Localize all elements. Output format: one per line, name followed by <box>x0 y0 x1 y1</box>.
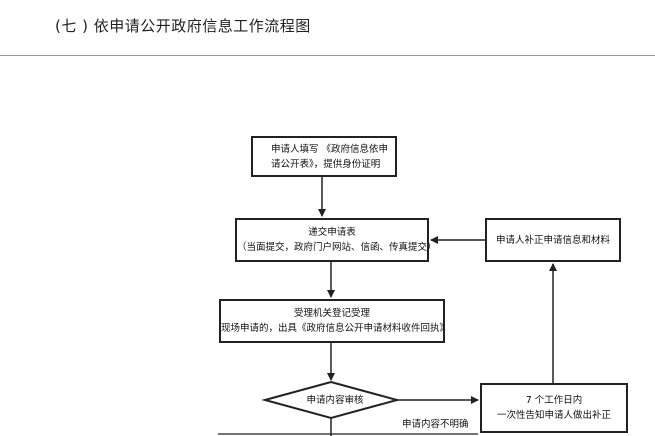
node-notify-line1: 7 个工作日内 <box>525 395 583 406</box>
node-apply-form: 申请人填写 《政府信息依申 请公开表》，提供身份证明 <box>251 136 397 177</box>
node-supplement: 申请人补正申请信息和材料 <box>485 218 621 262</box>
node-notify-line2: 一次性告知申请人做出补正 <box>496 410 611 421</box>
node-review-label: 申请内容审核 <box>306 395 364 406</box>
node-submit-form-line1: 递交申请表 <box>308 227 356 238</box>
node-supplement-line1: 申请人补正申请信息和材料 <box>495 234 610 246</box>
edge-unclear-label: 申请内容不明确 <box>402 419 469 430</box>
node-register: 受理机关登记受理 现场申请的，出具《政府信息公开申请材料收件回执》 <box>219 299 450 343</box>
review-diamond <box>261 380 401 420</box>
page-title: (七 ) 依申请公开政府信息工作流程图 <box>55 17 311 35</box>
title-divider <box>0 55 655 56</box>
node-register-line1: 受理机关登记受理 <box>293 308 370 319</box>
node-submit-form-line2: （当面提交，政府门户网站、信函、传真提交） <box>237 242 437 253</box>
node-notify: 7 个工作日内 一次性告知申请人做出补正 <box>480 383 628 433</box>
node-submit-form: 递交申请表 （当面提交，政府门户网站、信函、传真提交） <box>235 218 437 262</box>
node-apply-form-line1: 申请人填写 《政府信息依申 <box>271 143 389 155</box>
node-apply-form-line2: 请公开表》，提供身份证明 <box>271 158 381 170</box>
node-register-line2: 现场申请的，出具《政府信息公开申请材料收件回执》 <box>221 323 450 334</box>
